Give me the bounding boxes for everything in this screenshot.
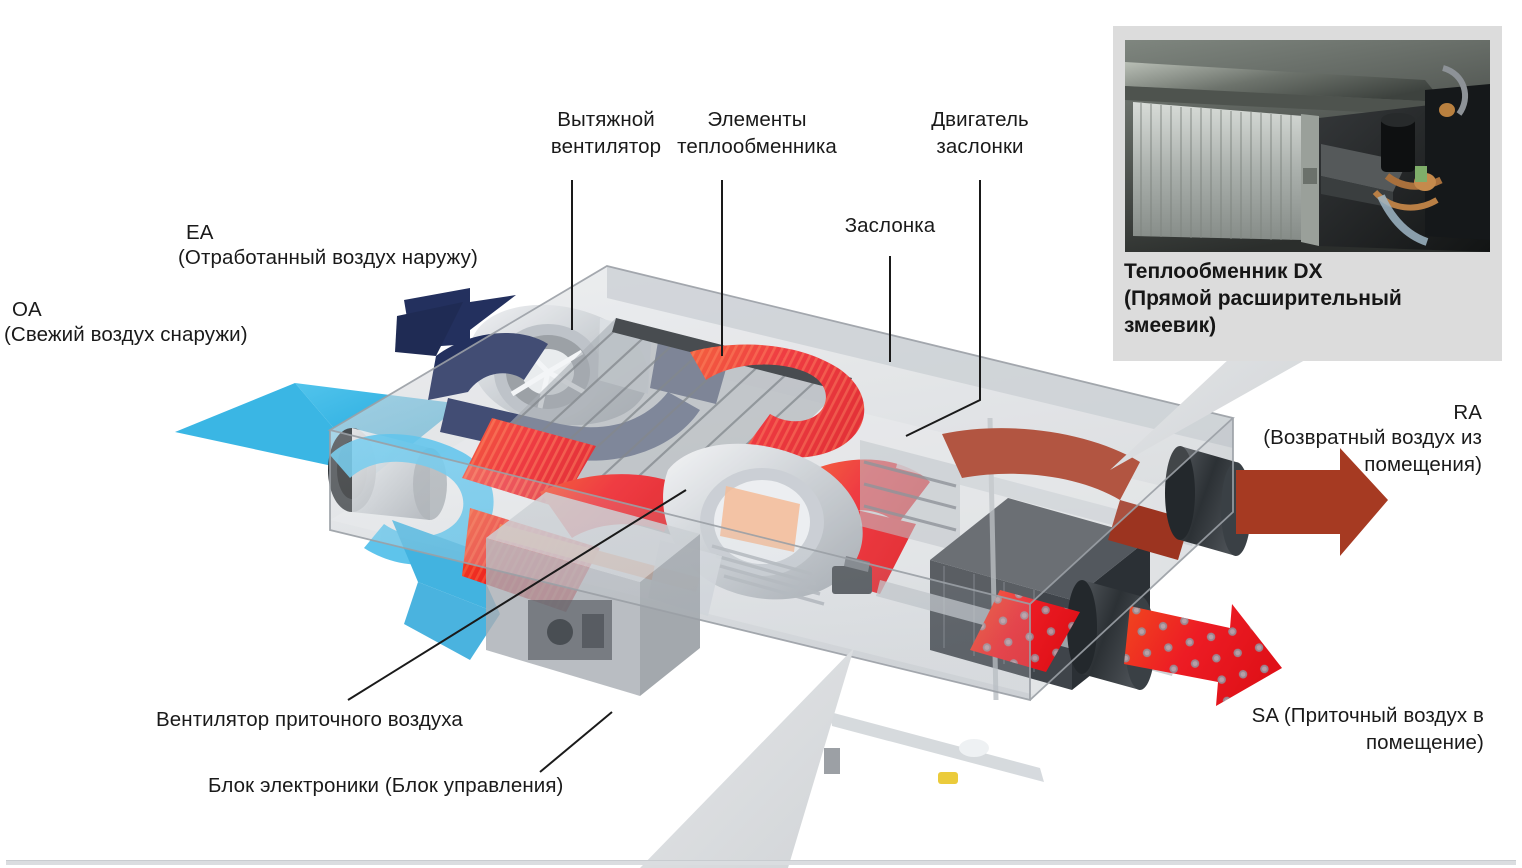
dx-inset-caption: Теплообменник DX (Прямой расширительный … (1124, 260, 1402, 337)
ra-return-air-arrow (1236, 448, 1388, 556)
housing-glass-front (330, 430, 1030, 700)
leader-lines (347, 180, 981, 773)
bottom-separator-rule (6, 860, 1516, 865)
leader-electronics (539, 711, 613, 773)
label-ra-description: (Возвратный воздух из помещения) (1263, 426, 1482, 477)
label-oa-description: (Свежий воздух снаружи) (4, 323, 248, 346)
label-heat-exchanger-elements: Элементы теплообменника (677, 108, 837, 159)
dx-callout-wedge (1110, 330, 1305, 470)
label-oa-code: OA (12, 298, 42, 321)
label-sa: SA (Приточный воздух в помещение) (1251, 704, 1484, 755)
drain-pan-detail (824, 712, 1044, 784)
label-ea-description: (Отработанный воздух наружу) (178, 246, 478, 269)
label-ea-code: EA (186, 221, 214, 244)
label-electronics-block: Блок электроники (Блок управления) (208, 774, 564, 797)
housing-glass-top (330, 266, 1233, 604)
label-supply-air-fan: Вентилятор приточного воздуха (156, 708, 463, 731)
leader-damper-motor (905, 180, 981, 437)
label-damper-motor: Двигатель заслонки (931, 108, 1029, 159)
leader-supply-fan (347, 489, 687, 701)
ea-exhaust-air-arrow (395, 288, 516, 356)
label-damper: Заслонка (844, 214, 936, 237)
bottom-callout-wedge (640, 648, 854, 868)
housing-edges (327, 265, 1235, 702)
dx-heat-exchanger-photo (1125, 40, 1490, 252)
label-ra-code: RA (1453, 401, 1482, 424)
dx-heat-exchanger-inset-panel: Теплообменник DX (Прямой расширительный … (1113, 26, 1502, 361)
return-air-duct-collar (1165, 446, 1251, 556)
label-exhaust-fan: Вытяжной вентилятор (550, 108, 662, 159)
